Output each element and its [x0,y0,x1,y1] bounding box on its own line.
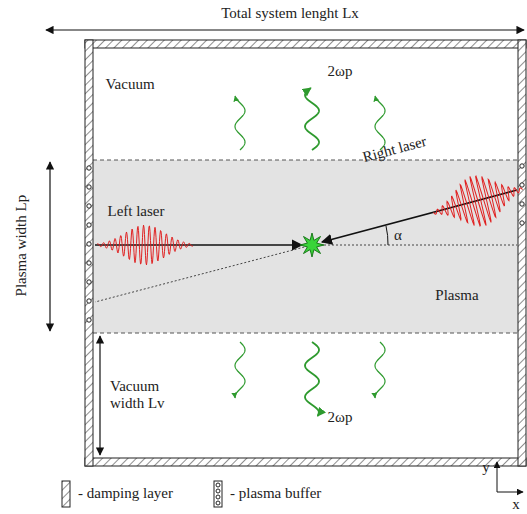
angle-label: α [394,227,402,244]
plasma-region [93,160,519,333]
frequency-label: 2ωp [328,409,353,426]
frequency-label: 2ωp [328,63,353,80]
harmonic-emission [235,88,385,416]
legend-text: - plasma buffer [230,485,321,502]
plasma-buffer [87,164,524,322]
collision-star [300,233,324,257]
plasma-boundary [93,333,519,334]
laser-beam [95,244,302,246]
dimension-label: Vacuum width Lv [110,378,180,413]
width-dimension [49,162,50,331]
laser-beam [322,190,517,242]
axis [497,492,523,493]
axis-label: y [482,459,490,476]
legend-sample [214,481,222,507]
region-label: Plasma [435,287,478,304]
axis-label: x [512,496,520,513]
angle-arc [386,226,388,245]
legend-text: - damping layer [78,485,173,502]
vacuum-dimension [99,336,100,455]
laser-label: Left laser [107,203,164,220]
region-label: Vacuum [105,76,154,93]
laser-pulse [97,164,527,265]
damping-layer [85,40,526,466]
dimension-label: Total system lenght Lx [221,5,359,22]
guide-line [312,245,517,246]
length-dimension [46,29,524,30]
plasma-boundary [93,160,519,161]
legend-sample [62,481,70,507]
axis [497,462,498,492]
guide-line [95,245,312,302]
dimension-label: Plasma width Lp [13,195,30,297]
